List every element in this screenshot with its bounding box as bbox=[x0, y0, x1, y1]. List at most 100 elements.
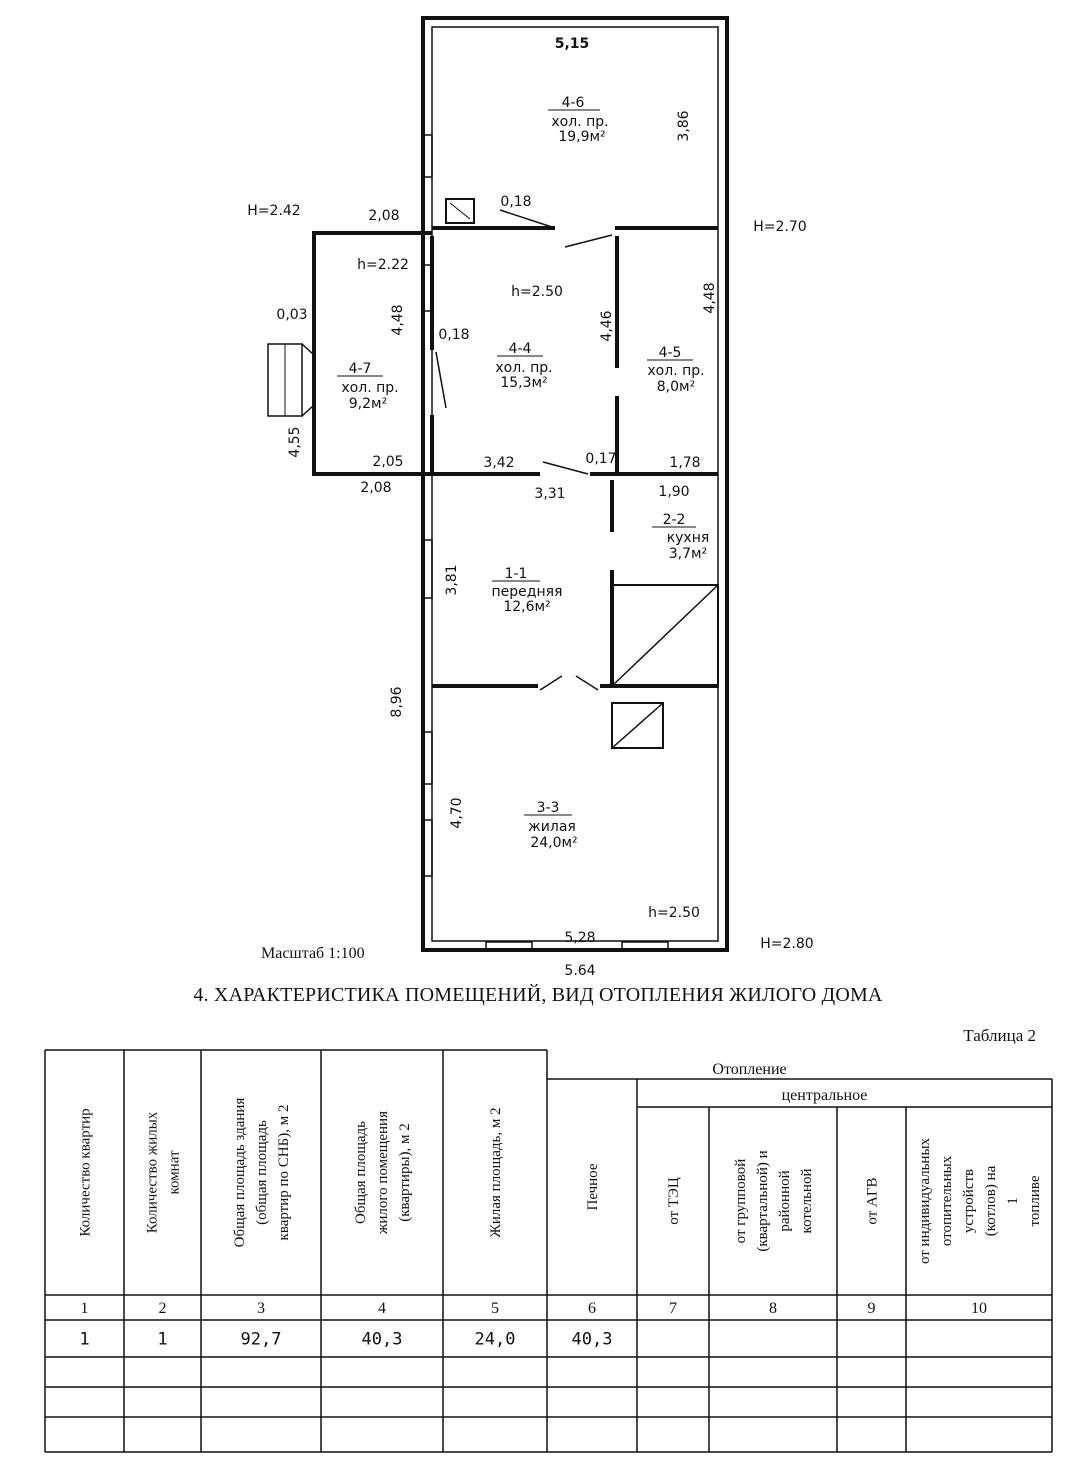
column-header-1: Количество квартир bbox=[78, 1108, 94, 1236]
height-2-50-bottom: h=2.50 bbox=[648, 905, 700, 921]
column-header-8: районной bbox=[777, 1170, 793, 1231]
dim-1-90: 1,90 bbox=[658, 484, 689, 500]
room-4-4: 4-4 хол. пр. 15,3м² bbox=[495, 341, 552, 391]
column-header-10: отопительных bbox=[939, 1155, 955, 1246]
table-cell: 1 bbox=[157, 1330, 167, 1350]
dim-3-3-height: 4,70 bbox=[449, 797, 465, 828]
height-2-50-mid: h=2.50 bbox=[511, 284, 563, 300]
dim-bottom-inner: 5,28 bbox=[564, 930, 595, 946]
scale-label: Масштаб 1:100 bbox=[261, 945, 365, 962]
svg-text:хол. пр.: хол. пр. bbox=[341, 380, 398, 396]
table-cell: 40,3 bbox=[362, 1330, 403, 1350]
svg-text:4-7: 4-7 bbox=[349, 361, 372, 377]
dim-4-5-height: 4,46 bbox=[599, 310, 615, 341]
column-number: 10 bbox=[971, 1300, 987, 1317]
dim-ext-top: 2,08 bbox=[368, 208, 399, 224]
svg-text:24,0м²: 24,0м² bbox=[530, 835, 577, 851]
column-number: 5 bbox=[491, 1300, 499, 1317]
column-number: 2 bbox=[159, 1300, 167, 1317]
room-3-3: 3-3 жилая 24,0м² bbox=[524, 800, 578, 851]
mark-h-2-70: H=2.70 bbox=[753, 219, 806, 235]
dim-4-6-height: 3,86 bbox=[676, 110, 692, 141]
dim-0-03: 0,03 bbox=[276, 307, 307, 323]
heating-group-label: Отопление bbox=[712, 1061, 786, 1078]
column-number: 9 bbox=[868, 1300, 876, 1317]
dim-1-78: 1,78 bbox=[669, 455, 700, 471]
table-cell: 1 bbox=[79, 1330, 89, 1350]
column-header-6: Печное bbox=[585, 1163, 601, 1210]
svg-text:2-2: 2-2 bbox=[663, 512, 686, 528]
mark-h-2-80: H=2.80 bbox=[760, 936, 813, 952]
annex-wall bbox=[312, 231, 432, 476]
outer-wall bbox=[421, 16, 729, 952]
dim-3-31: 3,31 bbox=[534, 486, 565, 502]
column-number: 7 bbox=[669, 1300, 677, 1317]
table-cell: 92,7 bbox=[241, 1330, 282, 1350]
room-4-7: 4-7 хол. пр. 9,2м² bbox=[337, 361, 399, 412]
floor-plan: 4-6 хол. пр. 19,9м² 4-4 хол. пр. 15,3м² … bbox=[247, 16, 814, 975]
column-header-8: котельной bbox=[799, 1169, 815, 1234]
column-header-2: Количество жилых bbox=[145, 1111, 161, 1233]
dim-0-17: 0,17 bbox=[585, 451, 616, 467]
svg-text:4-5: 4-5 bbox=[659, 345, 682, 361]
dim-0-18-top: 0,18 bbox=[500, 194, 531, 210]
svg-text:8,0м²: 8,0м² bbox=[657, 379, 695, 395]
room-4-5: 4-5 хол. пр. 8,0м² bbox=[647, 345, 705, 395]
column-header-4: (квартиры), м 2 bbox=[397, 1123, 413, 1222]
column-header-5: Жилая площадь, м 2 bbox=[488, 1107, 504, 1237]
dim-4-4-height: 4,48 bbox=[390, 304, 406, 335]
column-number: 1 bbox=[81, 1300, 89, 1317]
room-4-6: 4-6 хол. пр. 19,9м² bbox=[548, 95, 609, 145]
svg-text:1-1: 1-1 bbox=[505, 566, 528, 582]
dim-ext-bottom-in: 2,05 bbox=[372, 454, 403, 470]
svg-text:хол. пр.: хол. пр. bbox=[495, 360, 552, 376]
dim-bottom-outer: 5,64 bbox=[564, 963, 595, 975]
column-header-8: (квартальной) и bbox=[755, 1150, 771, 1251]
column-header-3: квартир по СНБ), м 2 bbox=[276, 1105, 292, 1241]
svg-text:3,7м²: 3,7м² bbox=[669, 546, 707, 562]
column-number: 4 bbox=[378, 1300, 386, 1317]
column-header-4: жилого помещения bbox=[375, 1111, 391, 1235]
table-cell: 24,0 bbox=[475, 1330, 516, 1350]
dim-total-height: 8,96 bbox=[389, 686, 405, 717]
column-header-3: Общая площадь здания bbox=[232, 1098, 248, 1248]
svg-text:передняя: передняя bbox=[492, 584, 563, 600]
column-header-3: (общая площадь bbox=[254, 1120, 270, 1225]
room-1-1: 1-1 передняя 12,6м² bbox=[492, 566, 563, 615]
table-cell: 40,3 bbox=[572, 1330, 613, 1350]
svg-text:кухня: кухня bbox=[667, 530, 710, 546]
dim-4-5-right: 4,48 bbox=[702, 282, 718, 313]
dim-ext-bottom-out: 2,08 bbox=[360, 480, 391, 496]
svg-text:хол. пр.: хол. пр. bbox=[647, 363, 704, 379]
svg-text:3-3: 3-3 bbox=[537, 800, 560, 816]
column-header-8: от групповой bbox=[733, 1159, 749, 1244]
svg-text:12,6м²: 12,6м² bbox=[503, 599, 550, 615]
column-header-10: устройств bbox=[961, 1169, 977, 1233]
svg-text:15,3м²: 15,3м² bbox=[500, 375, 547, 391]
height-2-22: h=2.22 bbox=[357, 257, 409, 273]
svg-text:19,9м²: 19,9м² bbox=[558, 129, 605, 145]
svg-text:4-4: 4-4 bbox=[509, 341, 532, 357]
dim-top-width: 5,15 bbox=[555, 36, 590, 52]
column-header-10: (котлов) на bbox=[983, 1165, 999, 1236]
column-header-9: от АГВ bbox=[865, 1177, 881, 1224]
section-heading: 4. ХАРАКТЕРИСТИКА ПОМЕЩЕНИЙ, ВИД ОТОПЛЕН… bbox=[193, 984, 883, 1006]
dim-3-42: 3,42 bbox=[483, 455, 514, 471]
column-number: 8 bbox=[769, 1300, 777, 1317]
column-header-7: от ТЭЦ bbox=[666, 1177, 682, 1225]
dim-0-18-mid: 0,18 bbox=[438, 327, 469, 343]
column-header-10: топливе bbox=[1027, 1175, 1043, 1226]
svg-text:9,2м²: 9,2м² bbox=[349, 396, 387, 412]
column-header-10: от индивидуальных bbox=[917, 1137, 933, 1264]
column-header-10: 1 bbox=[1005, 1197, 1021, 1205]
dim-1-1-height: 3,81 bbox=[444, 564, 460, 595]
table-caption: Таблица 2 bbox=[963, 1026, 1036, 1045]
dim-ext-side: 4,55 bbox=[287, 426, 303, 457]
room-2-2: 2-2 кухня 3,7м² bbox=[652, 512, 709, 562]
mark-h-2-42: H=2.42 bbox=[247, 203, 300, 219]
column-number: 6 bbox=[588, 1300, 596, 1317]
column-header-2: комнат bbox=[167, 1150, 183, 1195]
svg-text:жилая: жилая bbox=[528, 819, 576, 835]
column-header-4: Общая площадь bbox=[353, 1121, 369, 1224]
